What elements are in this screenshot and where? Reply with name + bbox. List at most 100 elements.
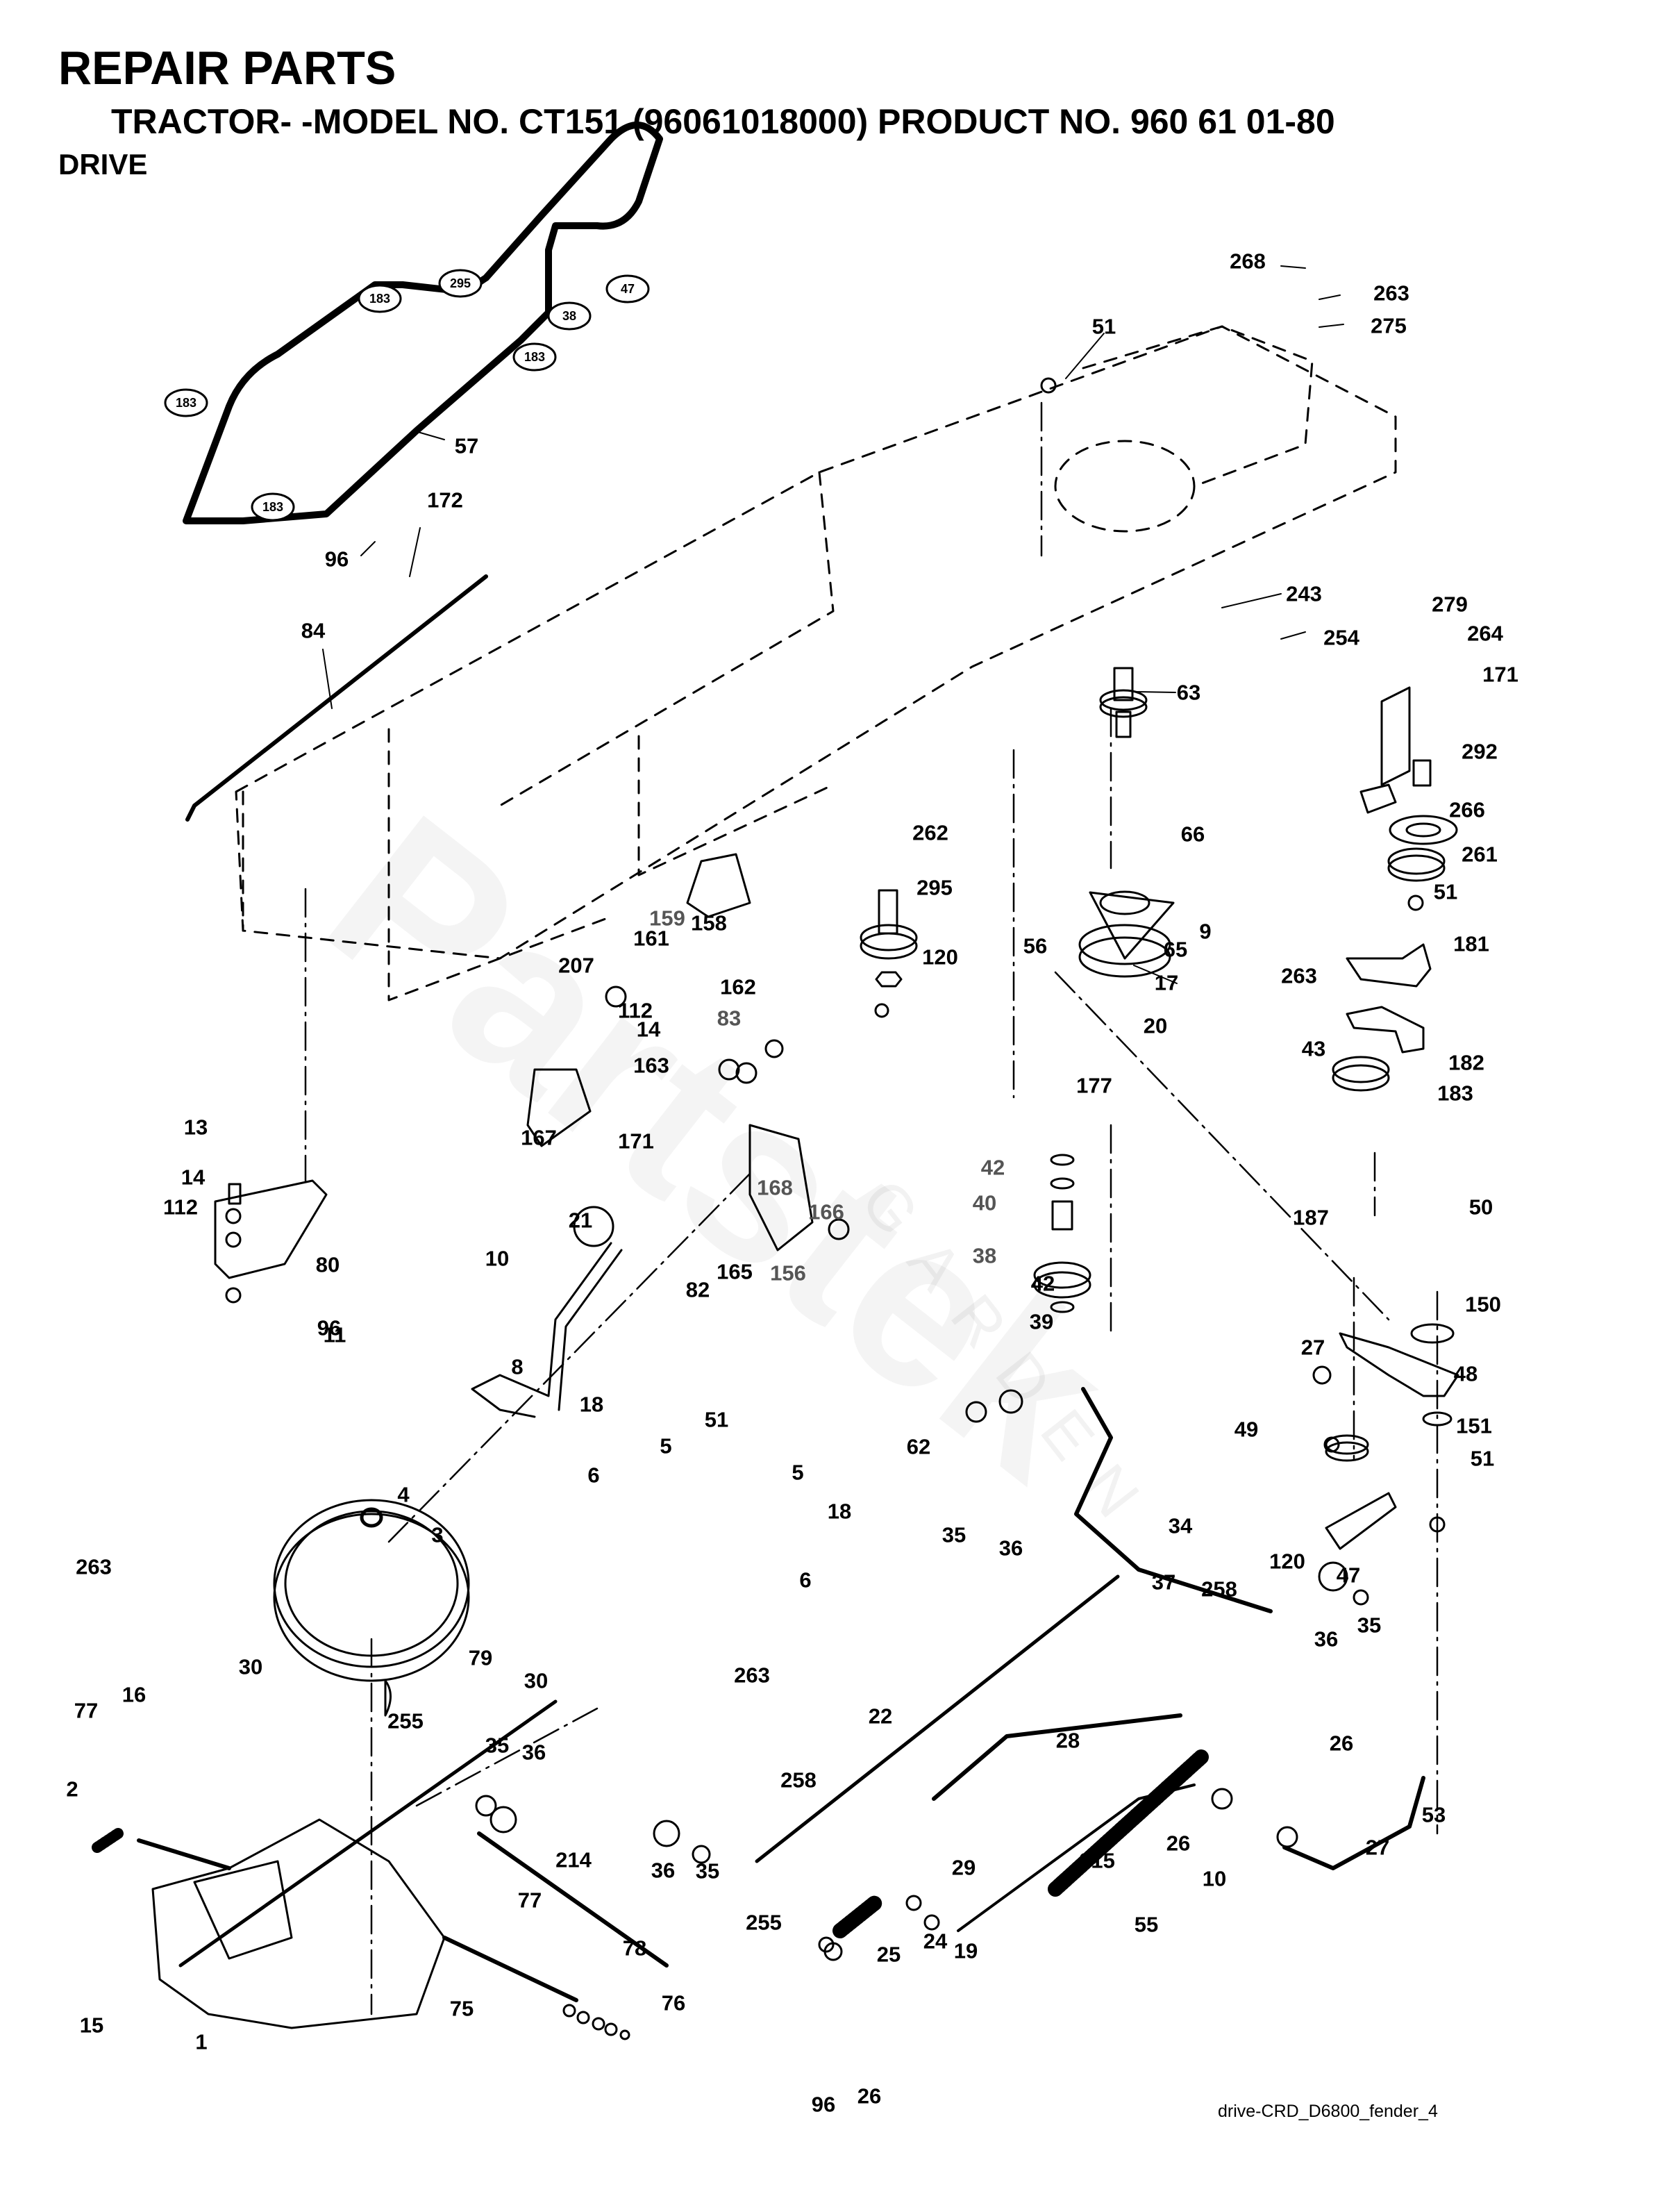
callout-263b[interactable]: 263 [1281,963,1317,988]
callout-28[interactable]: 28 [1055,1728,1080,1753]
callout-26c[interactable]: 26 [857,2084,882,2109]
callout-10b[interactable]: 10 [1202,1866,1227,1891]
callout-263c[interactable]: 263 [76,1554,112,1579]
callout-51b[interactable]: 51 [1433,879,1458,904]
callout-76[interactable]: 76 [661,1990,686,2015]
callout-8[interactable]: 8 [511,1354,524,1379]
callout-22[interactable]: 22 [868,1704,893,1729]
callout-167[interactable]: 167 [521,1125,557,1150]
callout-161[interactable]: 161 [633,926,669,951]
callout-79[interactable]: 79 [468,1645,493,1670]
callout-57[interactable]: 57 [454,433,479,458]
callout-43[interactable]: 43 [1301,1036,1326,1061]
callout-14a[interactable]: 14 [636,1017,661,1042]
callout-30b[interactable]: 30 [524,1668,549,1693]
callout-34[interactable]: 34 [1168,1513,1193,1538]
callout-261[interactable]: 261 [1462,842,1498,867]
callout-6b[interactable]: 6 [799,1567,812,1593]
callout-165[interactable]: 165 [717,1259,753,1284]
callout-42b[interactable]: 42 [1030,1271,1055,1296]
callout-13[interactable]: 13 [183,1115,208,1140]
callout-5b[interactable]: 5 [792,1460,804,1485]
callout-80[interactable]: 80 [315,1252,340,1277]
callout-51a[interactable]: 51 [1091,314,1116,339]
callout-268[interactable]: 268 [1230,249,1266,274]
callout-18b[interactable]: 18 [827,1499,852,1524]
callout-120b[interactable]: 120 [1269,1549,1305,1574]
callout-162[interactable]: 162 [720,974,756,999]
callout-16[interactable]: 16 [122,1682,147,1707]
callout-168[interactable]: 168 [757,1175,793,1200]
callout-50[interactable]: 50 [1468,1195,1493,1220]
callout-47[interactable]: 47 [1336,1563,1361,1588]
callout-292[interactable]: 292 [1462,739,1498,764]
callout-96a[interactable]: 96 [324,547,349,572]
callout-38[interactable]: 38 [972,1243,997,1268]
callout-62[interactable]: 62 [906,1434,931,1459]
callout-6a[interactable]: 6 [587,1463,600,1488]
callout-36d[interactable]: 36 [651,1858,676,1883]
callout-181[interactable]: 181 [1453,931,1489,956]
callout-27a[interactable]: 27 [1300,1335,1325,1360]
callout-35b[interactable]: 35 [1357,1613,1382,1638]
callout-30a[interactable]: 30 [238,1654,263,1679]
callout-263d[interactable]: 263 [734,1663,770,1688]
callout-56[interactable]: 56 [1023,933,1048,958]
callout-49[interactable]: 49 [1234,1417,1259,1442]
callout-42a[interactable]: 42 [980,1155,1005,1180]
callout-78[interactable]: 78 [622,1936,647,1961]
callout-24[interactable]: 24 [923,1929,948,1954]
callout-40[interactable]: 40 [972,1190,997,1215]
callout-66[interactable]: 66 [1180,822,1205,847]
callout-9[interactable]: 9 [1199,919,1212,944]
callout-96c[interactable]: 96 [811,2092,836,2117]
callout-255a[interactable]: 255 [387,1708,424,1733]
callout-36b[interactable]: 36 [1314,1627,1339,1652]
callout-77a[interactable]: 77 [74,1698,99,1723]
callout-112b[interactable]: 112 [162,1195,199,1220]
callout-27b[interactable]: 27 [1365,1835,1390,1860]
callout-51c[interactable]: 51 [1470,1446,1495,1471]
callout-26a[interactable]: 26 [1329,1731,1354,1756]
callout-166[interactable]: 166 [808,1199,844,1224]
callout-4[interactable]: 4 [397,1482,410,1507]
callout-183[interactable]: 183 [1437,1081,1473,1106]
callout-243[interactable]: 243 [1286,581,1322,606]
callout-112a[interactable]: 112 [617,998,653,1023]
callout-187[interactable]: 187 [1293,1205,1329,1230]
callout-275[interactable]: 275 [1371,313,1407,338]
callout-65[interactable]: 65 [1163,937,1188,962]
callout-55[interactable]: 55 [1134,1912,1159,1937]
callout-279[interactable]: 279 [1432,592,1468,617]
callout-84[interactable]: 84 [301,618,326,643]
callout-258b[interactable]: 258 [780,1768,817,1793]
callout-258a[interactable]: 258 [1201,1577,1237,1602]
callout-19[interactable]: 19 [953,1938,978,1963]
callout-21[interactable]: 21 [568,1208,593,1233]
callout-215[interactable]: 215 [1079,1848,1115,1873]
callout-37[interactable]: 37 [1151,1570,1176,1595]
callout-182[interactable]: 182 [1448,1050,1484,1075]
callout-35a[interactable]: 35 [941,1522,966,1547]
callout-63[interactable]: 63 [1176,680,1201,705]
callout-10a[interactable]: 10 [485,1246,510,1271]
callout-51d[interactable]: 51 [704,1407,729,1432]
callout-264[interactable]: 264 [1467,621,1503,646]
callout-2[interactable]: 2 [66,1777,78,1802]
callout-172[interactable]: 172 [427,488,463,513]
callout-262[interactable]: 262 [912,820,948,845]
callout-39[interactable]: 39 [1029,1309,1054,1334]
callout-3[interactable]: 3 [431,1522,444,1547]
callout-35c[interactable]: 35 [485,1733,510,1758]
callout-163[interactable]: 163 [633,1053,669,1078]
callout-36c[interactable]: 36 [521,1740,546,1765]
callout-151[interactable]: 151 [1456,1413,1492,1438]
callout-254[interactable]: 254 [1323,625,1359,650]
callout-263a[interactable]: 263 [1373,281,1409,306]
callout-17[interactable]: 17 [1154,970,1179,995]
callout-295[interactable]: 295 [916,875,953,900]
callout-82[interactable]: 82 [685,1277,710,1302]
callout-214[interactable]: 214 [555,1847,592,1872]
callout-1[interactable]: 1 [195,2029,208,2054]
callout-11[interactable]: 11 [323,1322,346,1347]
